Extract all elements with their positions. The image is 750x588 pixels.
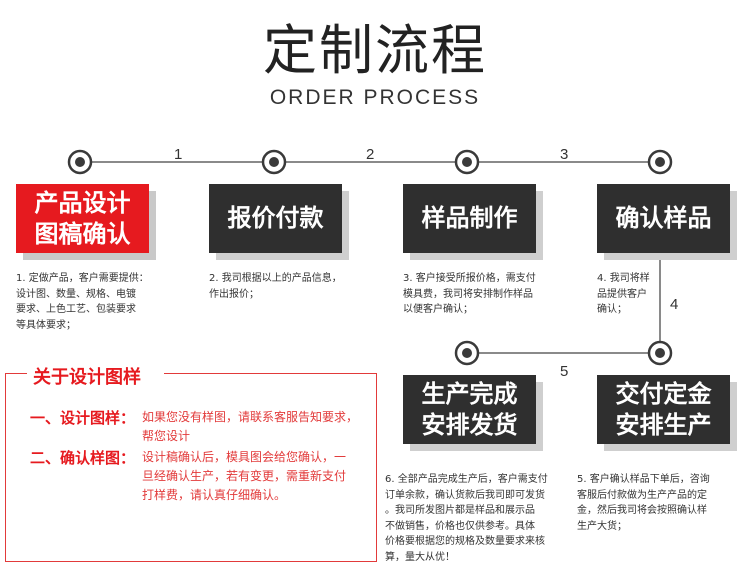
step-box-label: 安排生产	[615, 410, 712, 439]
node-dot-5	[454, 340, 480, 366]
step-number-1: 1	[174, 146, 183, 163]
page-title: 定制流程	[263, 19, 487, 82]
description-line: 要求、上色工艺、包装要求	[16, 304, 136, 315]
about-border-top-right	[164, 373, 376, 374]
step-number-5: 5	[560, 363, 569, 380]
step-box-production-shipping: 生产完成 安排发货	[403, 375, 536, 444]
description-line: 作出报价；	[209, 288, 259, 300]
description-line: 价格要根据您的规格及数量要求来核	[385, 536, 545, 547]
description-line: 以便客户确认；	[403, 304, 473, 315]
description-line: 算，量大从优！	[385, 551, 455, 563]
about-item1-label: 一、设计图样：	[30, 409, 136, 427]
description-line: 6. 全部产品完成生产后，客户需支付	[385, 474, 548, 485]
step-box-sample-making: 样品制作	[403, 184, 536, 253]
step-box-label: 安排发货	[421, 410, 518, 439]
description-line: 模具费，我司将安排制作样品	[403, 288, 533, 300]
step-box-label: 样品制作	[421, 204, 518, 232]
about-line: 设计稿确认后，模具图会给您确认，一	[142, 450, 347, 464]
step-number-2: 2	[366, 146, 375, 163]
description-line: 金，然后我司将会按照确认样	[577, 505, 707, 516]
description-line: 确认；	[597, 304, 627, 315]
step-box-quote-payment: 报价付款	[209, 184, 342, 253]
step-description-3: 3. 客户接受所报价格，需支付 模具费，我司将安排制作样品 以便客户确认；	[403, 271, 583, 318]
about-line: 打样费，请认真仔细确认。	[142, 488, 287, 502]
step-box-label: 报价付款	[227, 204, 324, 232]
node-dot-1	[67, 149, 93, 175]
about-line: 如果您没有样图，请联系客服告知要求，	[142, 410, 359, 424]
node-dot-3	[454, 149, 480, 175]
node-dot-2	[261, 149, 287, 175]
step-box-deposit-production: 交付定金 安排生产	[597, 375, 730, 444]
step-box-label: 生产完成	[421, 379, 518, 408]
page-subtitle: ORDER PROCESS	[269, 86, 481, 109]
about-line: 旦经确认生产，若有变更，需重新支付	[142, 469, 347, 483]
step-description-5: 5. 客户确认样品下单后，咨询 客服后付款做为生产产品的定 金，然后我司将会按照…	[577, 472, 747, 534]
description-line: 生产大货；	[577, 520, 627, 532]
description-line: 品提供客户	[597, 288, 647, 300]
step-description-4: 4. 我司将样 品提供客户 确认；	[597, 271, 657, 318]
about-item2-label: 二、确认样图：	[30, 449, 136, 467]
step-number-4: 4	[670, 296, 679, 313]
node-dot-4	[647, 149, 673, 175]
about-design-title: 关于设计图样	[31, 363, 143, 389]
step-number-3: 3	[560, 146, 569, 163]
about-design-panel	[5, 373, 377, 562]
step-description-1: 1. 定做产品，客户需要提供： 设计图、数量、规格、电镀 要求、上色工艺、包装要…	[16, 271, 196, 333]
step-description-2: 2. 我司根据以上的产品信息， 作出报价；	[209, 271, 389, 302]
description-line: 等具体要求；	[16, 319, 76, 331]
description-line: 1. 定做产品，客户需要提供：	[16, 273, 149, 284]
node-dot-6	[647, 340, 673, 366]
step-box-label: 确认样品	[615, 204, 712, 232]
description-line: 3. 客户接受所报价格，需支付	[403, 273, 536, 284]
description-line: 4. 我司将样	[597, 273, 650, 284]
description-line: 设计图、数量、规格、电镀	[16, 288, 136, 300]
step-description-6: 6. 全部产品完成生产后，客户需支付 订单余款，确认货款后我司即可发货 。我司所…	[385, 472, 575, 565]
description-line: 2. 我司根据以上的产品信息，	[209, 273, 342, 284]
about-border-top-left	[5, 373, 27, 374]
description-line: 。我司所发图片都是样品和展示品	[385, 505, 535, 516]
about-item1-text: 如果您没有样图，请联系客服告知要求， 帮您设计	[142, 408, 377, 446]
description-line: 5. 客户确认样品下单后，咨询	[577, 474, 710, 485]
step-box-label: 图稿确认	[34, 219, 131, 248]
step-box-design-confirm: 产品设计 图稿确认	[16, 184, 149, 253]
description-line: 客服后付款做为生产产品的定	[577, 489, 707, 501]
step-box-label: 交付定金	[615, 379, 712, 408]
about-line: 帮您设计	[142, 429, 191, 443]
step-box-confirm-sample: 确认样品	[597, 184, 730, 253]
description-line: 订单余款，确认货款后我司即可发货	[385, 489, 545, 501]
description-line: 不做销售，价格也仅供参考。具体	[385, 520, 535, 532]
step-box-label: 产品设计	[34, 188, 131, 217]
about-item2-text: 设计稿确认后，模具图会给您确认，一 旦经确认生产，若有变更，需重新支付 打样费，…	[142, 448, 377, 505]
